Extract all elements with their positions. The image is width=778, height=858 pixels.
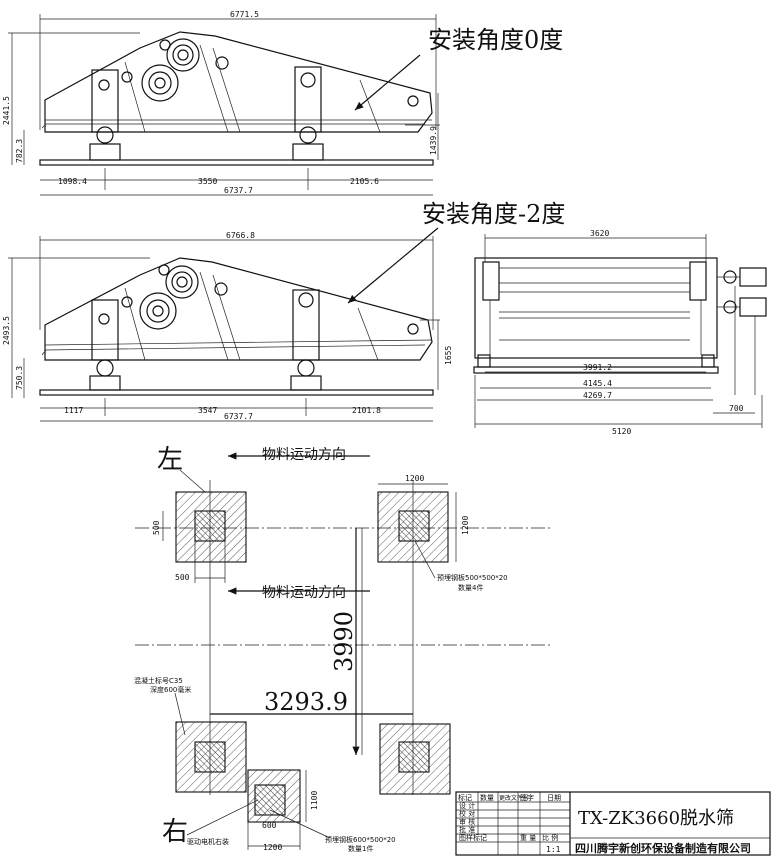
tb-approve: 批 准	[459, 825, 475, 834]
tb-row1d: 签字	[520, 793, 534, 802]
tb-product: TX-ZK3660脱水筛	[578, 808, 734, 829]
flow-label-1: 物料运动方向	[262, 447, 346, 463]
flow-label-2: 物料运动方向	[262, 585, 346, 601]
v1-title: 安装角度0度	[428, 26, 563, 54]
end-top-width: 3620	[590, 229, 609, 238]
title-block: 标记 数量 更改文件号 签字 日期 设 计 校 对 审 核 批 准 图样标记 重…	[455, 791, 771, 856]
motor-pad-w: 1200	[263, 843, 282, 852]
tb-row1c: 更改文件号	[499, 794, 529, 802]
tb-weight: 重 量	[520, 834, 536, 842]
tb-row1e: 日期	[547, 794, 561, 802]
tb-review: 审 核	[459, 817, 475, 826]
tb-design: 设 计	[459, 801, 475, 810]
plate-w: 500	[175, 573, 190, 582]
end-view: 3620 3991.2 4145.4 4269.7 700	[473, 229, 767, 436]
v2-seg-right: 2101.8	[352, 406, 381, 415]
motor-plate-note: 预埋钢板600*500*20	[325, 835, 396, 844]
plan-label-left: 左	[157, 445, 183, 475]
v2-overall-length: 6766.8	[226, 231, 255, 240]
end-w3: 4269.7	[583, 391, 612, 400]
motor-label: 驱动电机右装	[187, 837, 229, 846]
v2-base-height: 750.3	[15, 366, 24, 390]
concrete-depth: 深度600毫米	[150, 685, 191, 694]
dim-transverse: 3293.9	[264, 688, 348, 716]
tb-company: 四川腾宇新创环保设备制造有限公司	[575, 841, 751, 855]
v1-height: 2441.5	[2, 96, 11, 125]
v2-height: 2493.5	[2, 316, 11, 345]
tb-scale: 比 例	[542, 833, 558, 842]
end-w4: 5120	[612, 427, 631, 436]
end-w1: 3991.2	[583, 363, 612, 372]
dim-longitudinal: 3990	[330, 611, 358, 672]
v1-seg-left: 1098.4	[58, 177, 87, 186]
v2-seg-left: 1117	[64, 406, 83, 415]
motor-plate-size: 600	[262, 821, 277, 830]
v1-overall-length: 6771.5	[230, 10, 259, 19]
v1-base-length: 6737.7	[224, 186, 253, 195]
v1-seg-mid: 3550	[198, 177, 217, 186]
end-w2: 4145.4	[583, 379, 612, 388]
plate-h: 500	[152, 520, 161, 535]
motor-plate-qty: 数量1件	[348, 844, 373, 853]
tb-check: 校 对	[459, 809, 475, 818]
pad-size-side: 1200	[461, 516, 470, 535]
concrete-note: 混凝土标号C35	[134, 676, 183, 685]
v1-outlet-height: 1439.9	[429, 126, 438, 155]
tb-scale-value: 1:1	[546, 845, 561, 854]
v2-base-length: 6737.7	[224, 412, 253, 421]
side-view-minus2deg: 6766.8 2493.5 750.3 1655	[2, 200, 565, 422]
embed-plate-qty: 数量4件	[458, 583, 483, 592]
tb-row1b: 数量	[480, 793, 494, 802]
v1-seg-right: 2105.6	[350, 177, 379, 186]
end-side: 700	[729, 404, 744, 413]
side-view-0deg: 6771.5 2441.5 782.3	[2, 10, 563, 196]
v2-seg-mid: 3547	[198, 406, 217, 415]
tb-row1: 标记	[458, 793, 472, 802]
v2-title: 安装角度-2度	[422, 200, 565, 228]
plan-label-right: 右	[162, 817, 188, 847]
v2-outlet-height: 1655	[444, 346, 453, 365]
foundation-plan: 左 物料运动方向 物料运动方向 1200 1200 5	[134, 445, 553, 853]
v1-base-height: 782.3	[15, 139, 24, 163]
embed-plate-note: 预埋钢板500*500*20	[437, 573, 508, 582]
tb-stage: 图样标记	[459, 833, 487, 842]
pad-size-top: 1200	[405, 474, 424, 483]
motor-pad-h: 1100	[310, 791, 319, 810]
